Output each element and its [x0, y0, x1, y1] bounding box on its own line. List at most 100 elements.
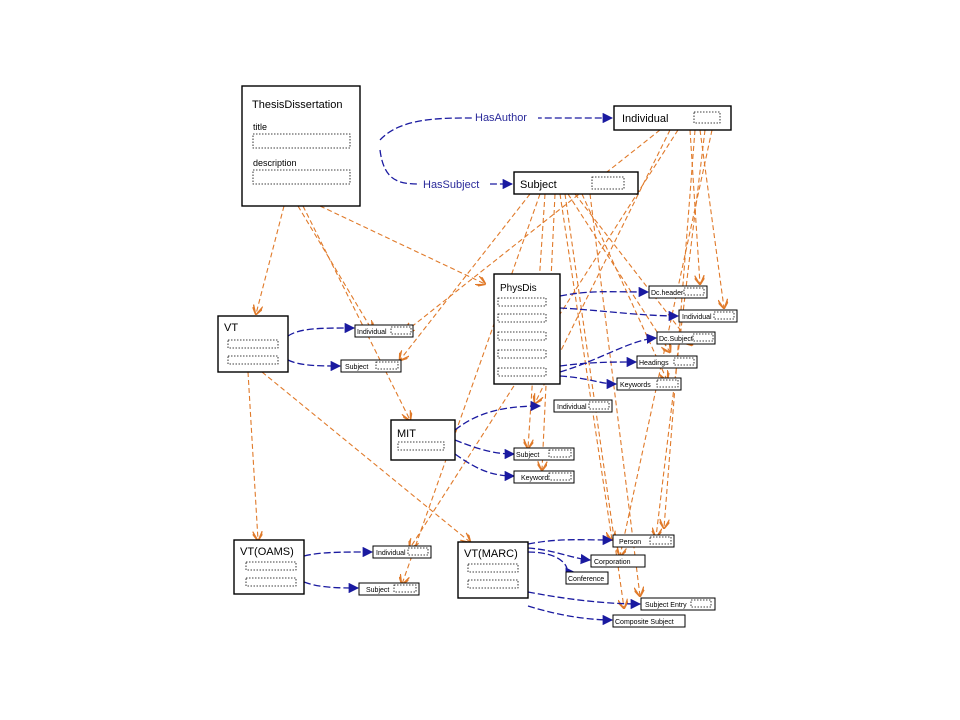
subject-top-node[interactable]: Subject [513, 171, 639, 195]
pd-dcsubject-node[interactable]: Dc.Subject [656, 331, 716, 345]
map-edge [247, 371, 258, 540]
thesis-field-description-label: description [253, 158, 297, 168]
map-edge [689, 129, 700, 284]
vt-subject-node[interactable]: Subject [340, 359, 402, 373]
marc-person-node[interactable]: Person [612, 534, 675, 548]
physdis-field[interactable] [497, 367, 547, 377]
vt-marc-node[interactable]: VT(MARC) [457, 541, 529, 599]
physdis-field[interactable] [497, 297, 547, 307]
vt-label: VT [224, 322, 238, 334]
thesis-field-title-label: title [253, 122, 267, 132]
has-author-label: HasAuthor [475, 112, 527, 124]
map-edge [589, 193, 640, 596]
map-edge [400, 193, 531, 360]
map-edge [402, 193, 541, 584]
thesis-title-field[interactable] [252, 133, 351, 149]
individual-top-node[interactable]: Individual [613, 105, 732, 131]
pd-docheader-label: Dc.header [651, 290, 684, 297]
map-edge [261, 371, 470, 542]
vt-oams-field[interactable] [245, 577, 297, 587]
marc-edge [527, 534, 614, 546]
oams-individual-node[interactable]: Individual [372, 545, 432, 559]
thesis-title: ThesisDissertation [252, 99, 342, 111]
pd-edge [559, 356, 638, 368]
individual-top-label: Individual [622, 113, 668, 125]
pd-headings-node[interactable]: Headings [636, 355, 698, 369]
oams-edge [303, 546, 374, 558]
mit-node[interactable]: MIT [390, 419, 456, 461]
vt-individual-node[interactable]: Individual [354, 324, 414, 338]
marc-subject-entry-node[interactable]: Subject Entry [640, 597, 716, 611]
marc-corporation-node[interactable]: Corporation [590, 554, 646, 568]
vt-field[interactable] [227, 355, 279, 365]
pd-edge [559, 333, 658, 373]
subject-top-label: Subject [520, 179, 557, 191]
map-edge [559, 193, 612, 540]
edge-label-bg [472, 110, 538, 124]
vt-marc-field[interactable] [467, 579, 519, 589]
vt-marc-label: VT(MARC) [464, 548, 518, 560]
vt-individual-label: Individual [357, 329, 387, 336]
map-edge [535, 129, 671, 403]
vt-oams-node[interactable]: VT(OAMS) [233, 539, 305, 595]
vt-marc-field[interactable] [467, 563, 519, 573]
mit-keywords-node[interactable]: Keywords [513, 470, 575, 484]
marc-edge [527, 591, 642, 610]
marc-subject-entry-label: Subject Entry [645, 602, 687, 609]
oams-subject-node[interactable]: Subject [358, 582, 420, 596]
pd-individual-node[interactable]: Individual [678, 309, 738, 323]
physdis-field[interactable] [497, 331, 547, 341]
marc-conference-node[interactable]: Conference [565, 571, 609, 585]
marc-composite-node[interactable]: Composite Subject [612, 614, 686, 628]
vt-oams-label: VT(OAMS) [240, 546, 294, 558]
oams-subject-label: Subject [366, 587, 389, 594]
vt-field[interactable] [227, 339, 279, 349]
physdis-label: PhysDis [500, 283, 537, 294]
physdis-field[interactable] [497, 349, 547, 359]
pd-edge [559, 375, 618, 390]
subject-top-field[interactable] [591, 176, 625, 190]
thesis-description-field[interactable] [252, 169, 351, 185]
vt-oams-field[interactable] [245, 561, 297, 571]
map-edge [699, 129, 724, 308]
marc-edge [527, 605, 614, 626]
pd-keywords-node[interactable]: Keywords [616, 377, 682, 391]
map-edge [297, 205, 372, 330]
map-edge [664, 129, 696, 528]
pd-dcsubject-label: Dc.Subject [659, 336, 693, 343]
mit-field[interactable] [397, 441, 445, 451]
physdis-field[interactable] [497, 313, 547, 323]
individual-top-field[interactable] [693, 111, 721, 124]
has-subject-label: HasSubject [423, 179, 479, 191]
mit-subject-label: Subject [516, 452, 539, 459]
thesis-dissertation-node[interactable]: ThesisDissertation title description [241, 85, 361, 207]
pd-headings-label: Headings [639, 360, 669, 367]
vt-node[interactable]: VT [217, 315, 289, 373]
marc-composite-label: Composite Subject [615, 619, 674, 626]
map-edge [567, 193, 670, 352]
pd-edge [559, 307, 680, 322]
vt-individual-edge [287, 322, 356, 337]
mit-individual-node[interactable]: Individual [553, 399, 613, 413]
pd-docheader-node[interactable]: Dc.header [648, 285, 708, 299]
oams-edge [303, 581, 360, 594]
marc-person-label: Person [619, 539, 641, 546]
mit-subject-node[interactable]: Subject [513, 447, 575, 461]
physdis-node[interactable]: PhysDis [493, 273, 561, 385]
marc-edge [527, 551, 575, 579]
marc-corporation-label: Corporation [594, 559, 631, 566]
mit-edge [454, 439, 516, 460]
map-edge [405, 129, 661, 332]
mit-keywords-label: Keywords [521, 475, 552, 482]
map-edge [302, 205, 410, 420]
vt-subject-label: Subject [345, 364, 368, 371]
edge-label-bg [420, 176, 490, 190]
marc-conference-label: Conference [568, 576, 604, 583]
mit-edge [454, 453, 516, 482]
mit-edge [454, 400, 542, 431]
has-author-edge [379, 112, 614, 141]
map-edge [319, 205, 485, 284]
pd-edge [559, 286, 650, 298]
mit-label: MIT [397, 428, 416, 440]
